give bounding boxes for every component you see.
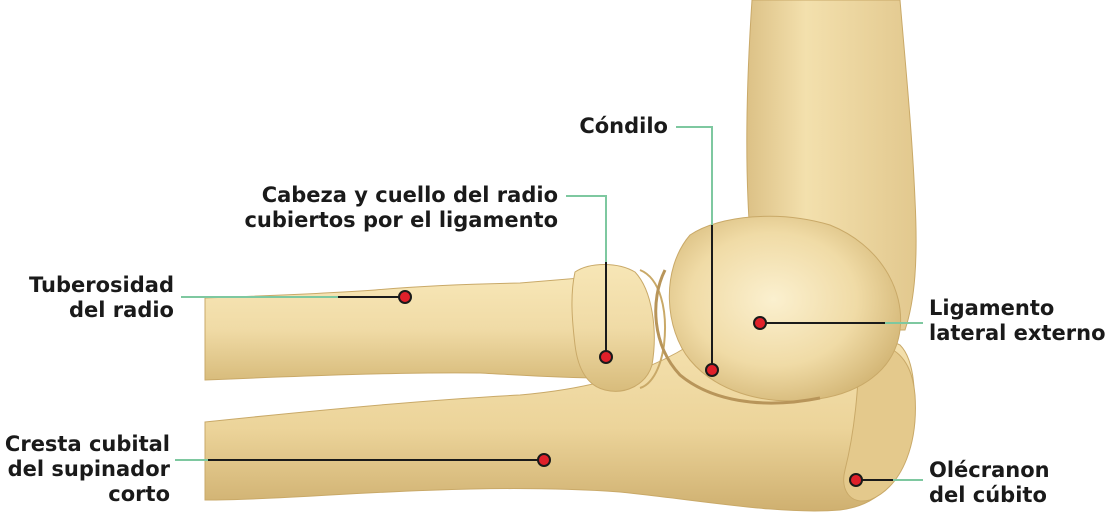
label-ligamento-line2: lateral externo: [929, 321, 1107, 346]
marker-olecranon: [850, 474, 862, 486]
label-cabeza: Cabeza y cuello del radio cubiertos por …: [190, 183, 558, 233]
label-condilo: Cóndilo: [540, 114, 668, 139]
marker-tuberosidad: [399, 291, 411, 303]
marker-ligamento: [754, 317, 766, 329]
label-condilo-line1: Cóndilo: [540, 114, 668, 139]
label-tuberosidad: Tuberosidad del radio: [6, 273, 174, 323]
label-ligamento: Ligamento lateral externo: [929, 296, 1107, 346]
label-olecranon-line1: Olécranon: [929, 458, 1099, 483]
label-tuberosidad-line1: Tuberosidad: [6, 273, 174, 298]
marker-condilo: [706, 364, 718, 376]
label-cresta-line3: corto: [2, 482, 170, 507]
label-olecranon-line2: del cúbito: [929, 483, 1099, 508]
label-cresta-line1: Cresta cubital: [2, 432, 170, 457]
marker-cresta: [538, 454, 550, 466]
label-cabeza-line2: cubiertos por el ligamento: [190, 208, 558, 233]
leader-condilo: [676, 127, 712, 225]
marker-cabeza: [600, 351, 612, 363]
label-ligamento-line1: Ligamento: [929, 296, 1107, 321]
label-cabeza-line1: Cabeza y cuello del radio: [190, 183, 558, 208]
leader-cabeza: [566, 196, 606, 262]
label-olecranon: Olécranon del cúbito: [929, 458, 1099, 508]
label-cresta: Cresta cubital del supinador corto: [2, 432, 170, 507]
label-cresta-line2: del supinador: [2, 457, 170, 482]
radius-head: [572, 265, 654, 392]
label-tuberosidad-line2: del radio: [6, 298, 174, 323]
